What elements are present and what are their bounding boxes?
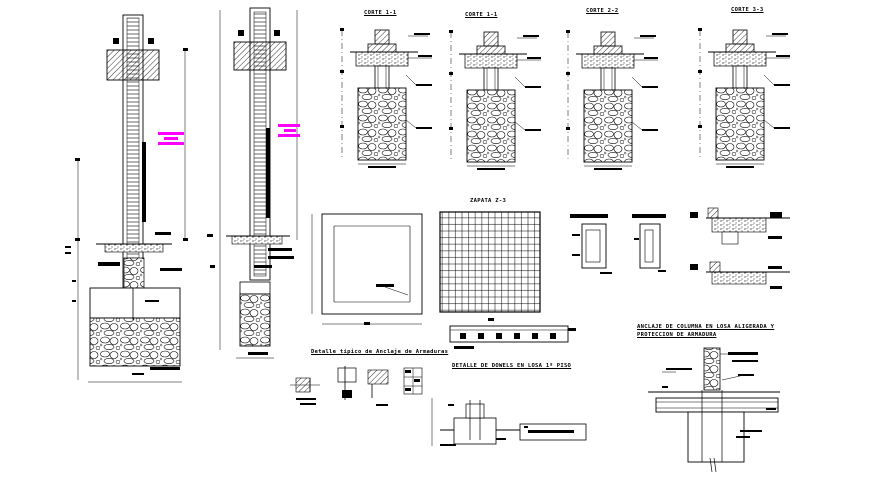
column-elevation-2	[207, 7, 300, 359]
section-title-2: CORTE 1-1	[465, 12, 498, 18]
anclaje-title-line1: ANCLAJE DE COLUMNA EN LOSA ALIGERADA Y	[637, 324, 775, 330]
slab-dowel-strip	[449, 325, 576, 349]
anchorage-detail-title: Detalle típico de Anclaje de Armaduras	[311, 349, 449, 355]
anclaje-title-line2: PROTECCION DE ARMADURA	[637, 332, 717, 338]
column-anchorage-detail	[648, 347, 780, 473]
column-section-details	[570, 214, 666, 274]
footing-plan-outline	[311, 213, 423, 325]
typical-anchorage-details	[290, 366, 423, 406]
section-title-4: CORTE 3-3	[731, 7, 764, 13]
dowels-detail-title: DETALLE DE DOWELS EN LOSA 1º PISO	[452, 363, 572, 369]
section-title-3: CORTE 2-2	[586, 8, 619, 14]
dowel-detail	[431, 398, 587, 446]
slab-edge-details	[690, 207, 790, 289]
section-title-1: CORTE 1-1	[364, 10, 397, 16]
zapata-plan-title: ZAPATA Z-3	[470, 198, 507, 204]
footing-mesh-plan	[439, 211, 541, 321]
column-elevation-1	[65, 14, 188, 383]
